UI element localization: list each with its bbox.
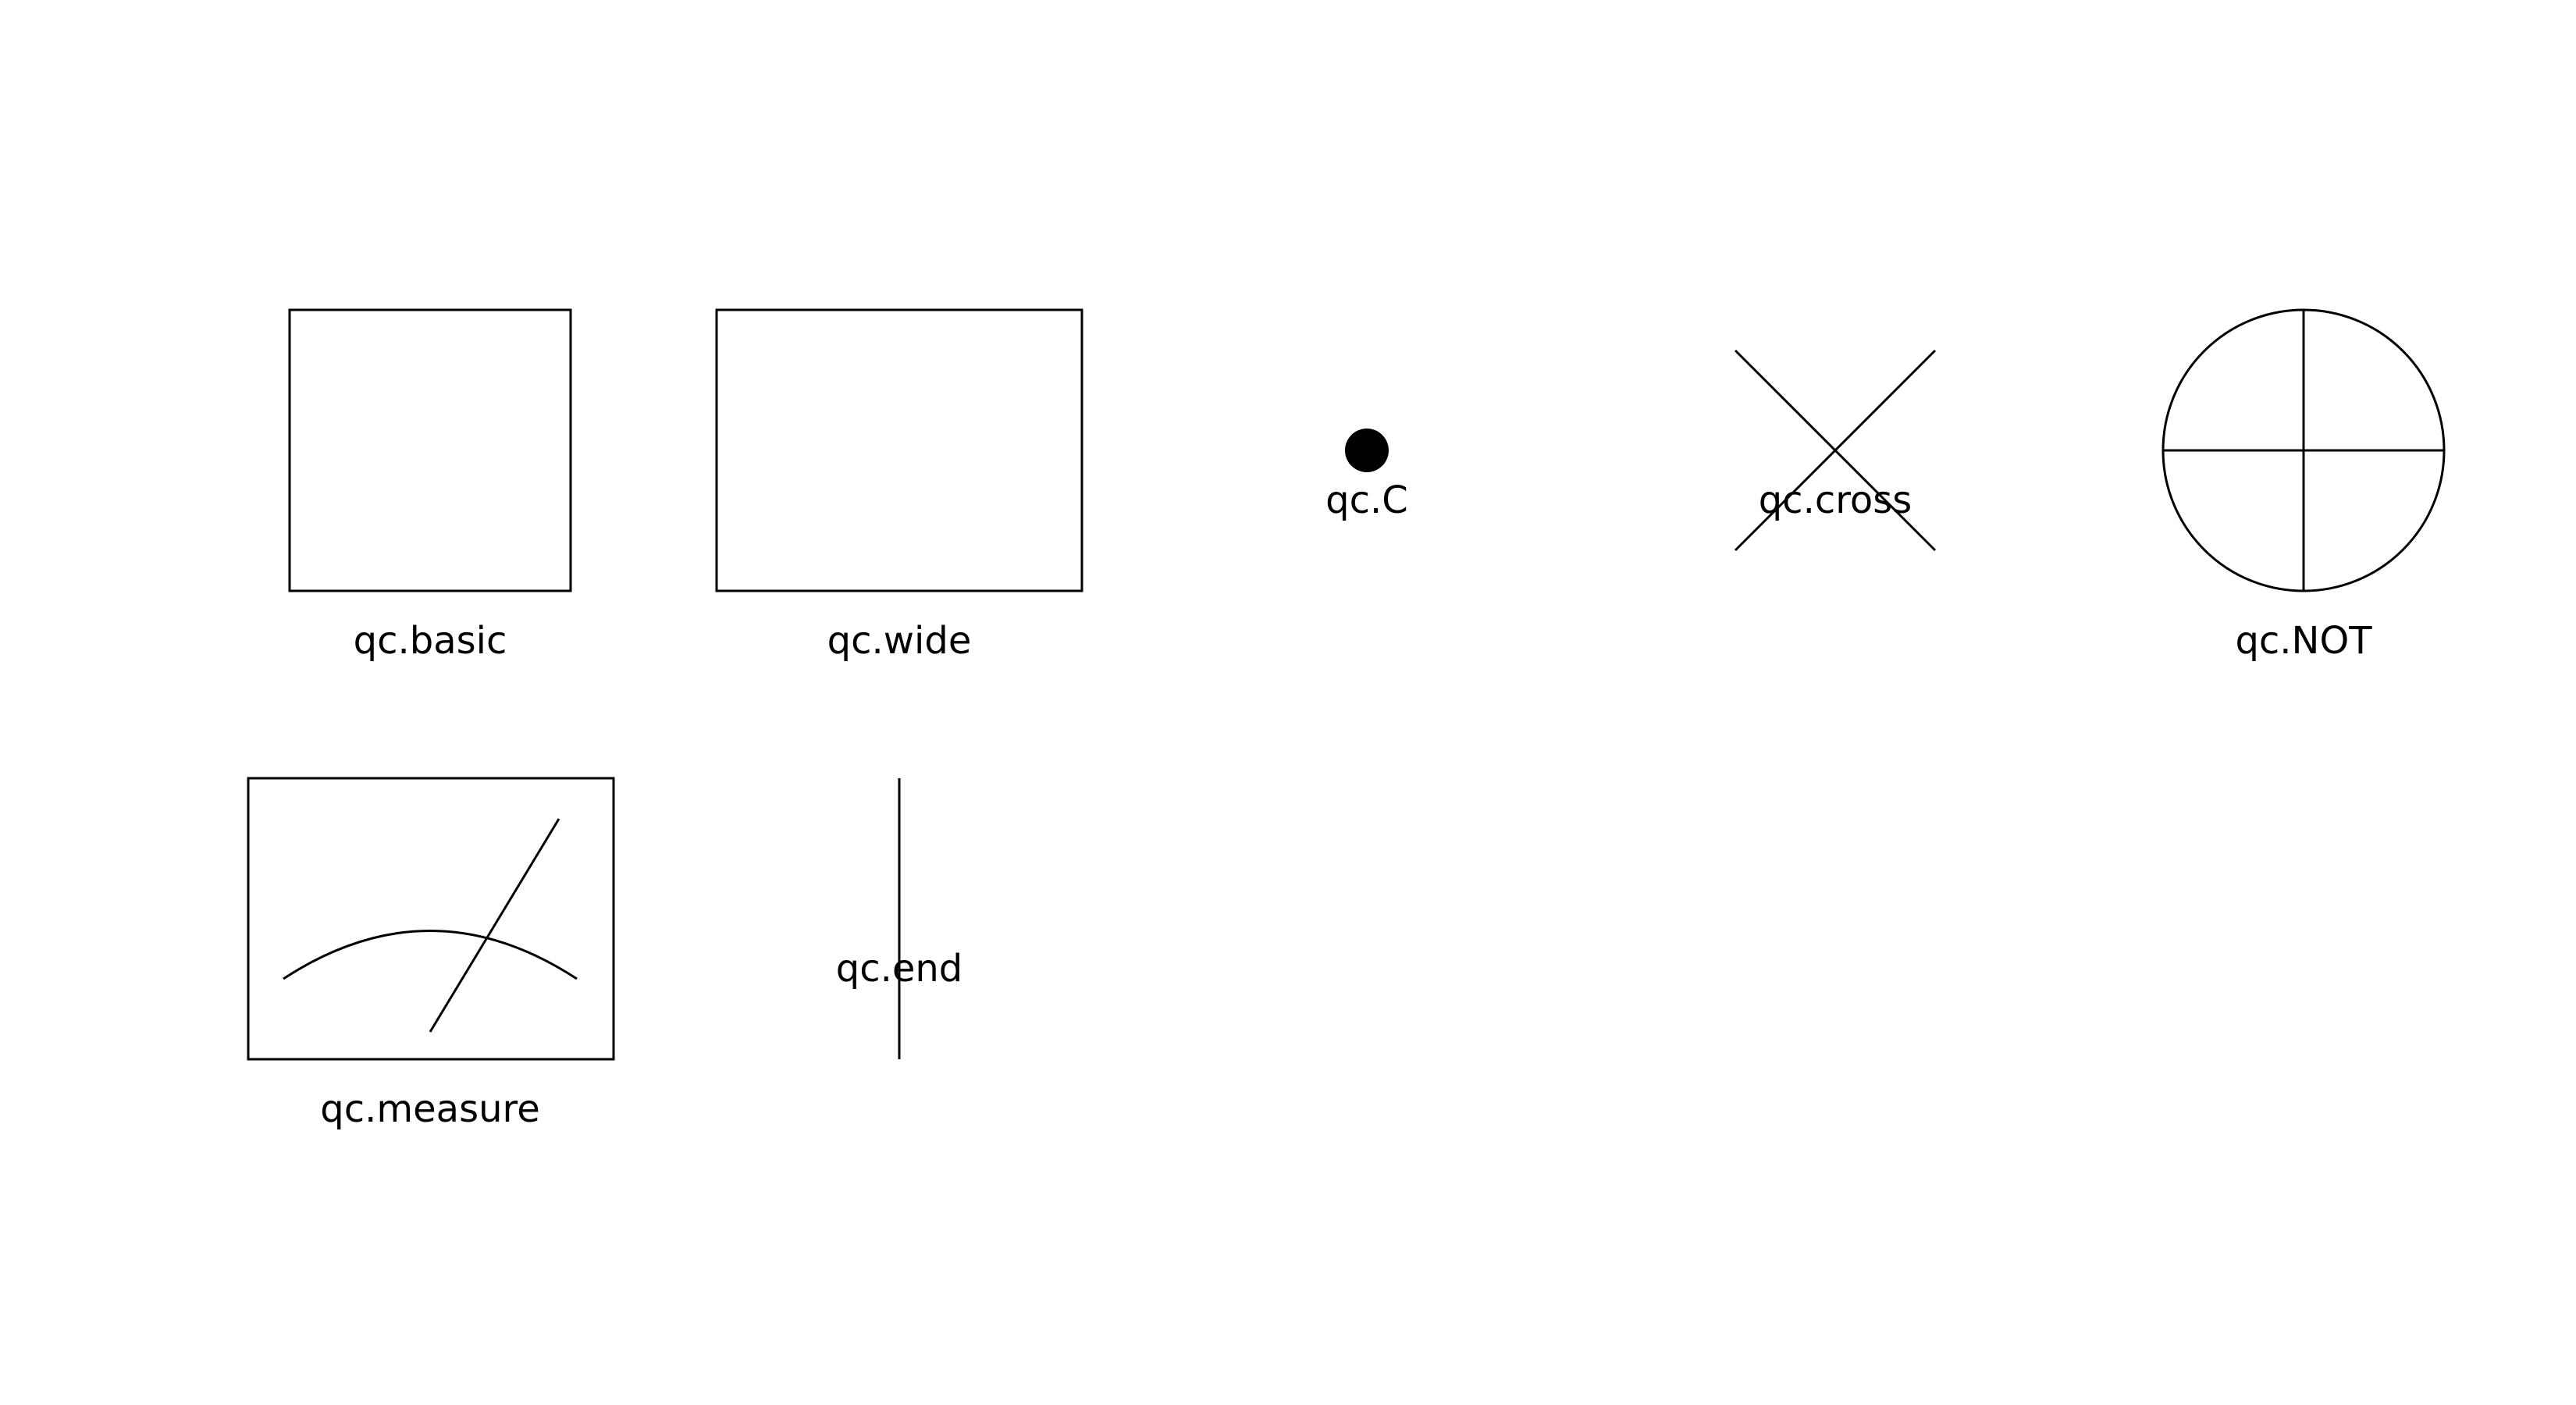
wide-label: qc.wide: [827, 619, 972, 663]
control-label: qc.C: [1325, 478, 1408, 522]
basic-box-shape: [288, 308, 572, 592]
not-label: qc.NOT: [2235, 619, 2372, 663]
symbol-not: qc.NOT: [2161, 308, 2446, 663]
symbol-measure: qc.measure: [247, 777, 615, 1131]
symbol-wide: qc.wide: [715, 308, 1083, 663]
symbol-basic: qc.basic: [288, 308, 572, 663]
basic-label: qc.basic: [354, 619, 507, 663]
symbol-cross: qc.cross: [1734, 349, 1937, 552]
cross-line-b: [1734, 349, 1937, 552]
cross-label: qc.cross: [1759, 478, 1912, 522]
measure-arc-shape: [283, 930, 578, 980]
wide-box-shape: [715, 308, 1083, 592]
symbol-end: qc.end: [836, 778, 963, 1059]
measure-label: qc.measure: [320, 1087, 539, 1131]
measure-needle-shape: [429, 818, 560, 1033]
measure-box-shape: [247, 777, 615, 1061]
control-dot-shape: [1345, 429, 1389, 472]
end-label: qc.end: [836, 947, 963, 991]
symbol-control: qc.C: [1325, 429, 1408, 522]
